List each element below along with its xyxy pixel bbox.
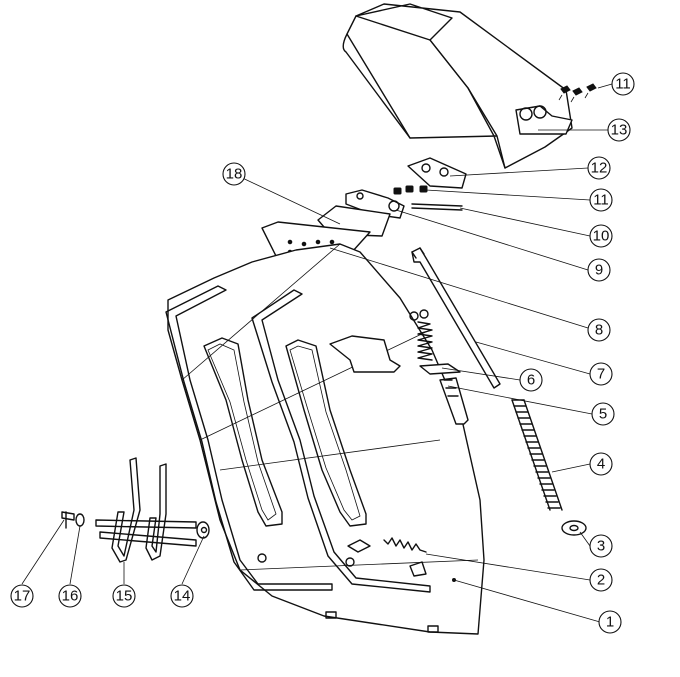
callout-7: 7 (589, 362, 613, 386)
hood-cover (342, 3, 573, 169)
callout-11-lower: 11 (589, 188, 613, 212)
svg-text:9: 9 (595, 262, 603, 279)
handle-assembly (61, 457, 210, 563)
callouts: 1 2 3 4 5 6 7 8 9 10 11 12 13 14 15 16 1… (10, 72, 635, 634)
callout-2: 2 (589, 568, 613, 592)
callout-10: 10 (589, 224, 613, 248)
svg-text:18: 18 (226, 166, 243, 183)
small-spring (383, 537, 427, 553)
callout-3: 3 (589, 534, 613, 558)
leader-2 (425, 553, 591, 581)
leader-10 (459, 207, 591, 237)
leader-11-lower (425, 189, 591, 201)
svg-text:5: 5 (599, 406, 607, 423)
svg-text:16: 16 (62, 588, 79, 605)
svg-text:8: 8 (595, 322, 603, 339)
svg-text:7: 7 (597, 366, 605, 383)
callout-14: 14 (170, 584, 194, 608)
nuts-lower (393, 185, 428, 195)
svg-text:2: 2 (597, 572, 605, 589)
cylinder (439, 377, 469, 425)
svg-text:11: 11 (593, 192, 609, 209)
leader-5 (447, 385, 593, 415)
long-spring (511, 399, 563, 511)
svg-text:13: 13 (611, 122, 628, 139)
screws-upper (558, 83, 597, 103)
callout-17: 17 (10, 584, 34, 608)
leader-18 (233, 173, 341, 225)
callout-11-upper: 11 (611, 72, 635, 96)
leader-11-upper (597, 83, 613, 89)
svg-text:1: 1 (606, 614, 614, 631)
svg-text:4: 4 (597, 456, 605, 473)
callout-5: 5 (591, 402, 615, 426)
svg-text:6: 6 (527, 372, 535, 389)
svg-text:3: 3 (597, 538, 605, 555)
hinge-plate (407, 157, 467, 189)
svg-text:15: 15 (116, 588, 133, 605)
leader-lines (21, 83, 613, 623)
push-rod (411, 247, 501, 389)
leader-3 (579, 531, 591, 547)
leader-14 (181, 535, 205, 585)
svg-text:12: 12 (591, 160, 608, 177)
spring-assembly (409, 309, 461, 375)
callout-4: 4 (589, 452, 613, 476)
leader-16 (69, 525, 81, 585)
hinge-pin (411, 203, 463, 211)
leader-4 (551, 463, 591, 473)
callout-15: 15 (112, 584, 136, 608)
leader-12 (449, 167, 589, 177)
svg-text:17: 17 (14, 588, 31, 605)
callout-1: 1 (598, 610, 622, 634)
callout-18: 18 (222, 162, 246, 186)
leader-17 (21, 519, 65, 585)
leader-7 (475, 341, 591, 375)
callout-13: 13 (607, 118, 631, 142)
washer (561, 520, 587, 536)
leader-8 (329, 247, 589, 329)
callout-6: 6 (519, 368, 543, 392)
main-panel (165, 243, 485, 635)
callout-16: 16 (58, 584, 82, 608)
callout-9: 9 (587, 258, 611, 282)
svg-text:14: 14 (174, 588, 191, 605)
callout-12: 12 (587, 156, 611, 180)
svg-text:10: 10 (593, 228, 610, 245)
leader-1 (453, 579, 601, 623)
callout-8: 8 (587, 318, 611, 342)
hinge-bracket (515, 105, 573, 135)
leader-6 (441, 367, 521, 381)
leader-9 (395, 209, 589, 271)
svg-text:11: 11 (615, 76, 631, 93)
